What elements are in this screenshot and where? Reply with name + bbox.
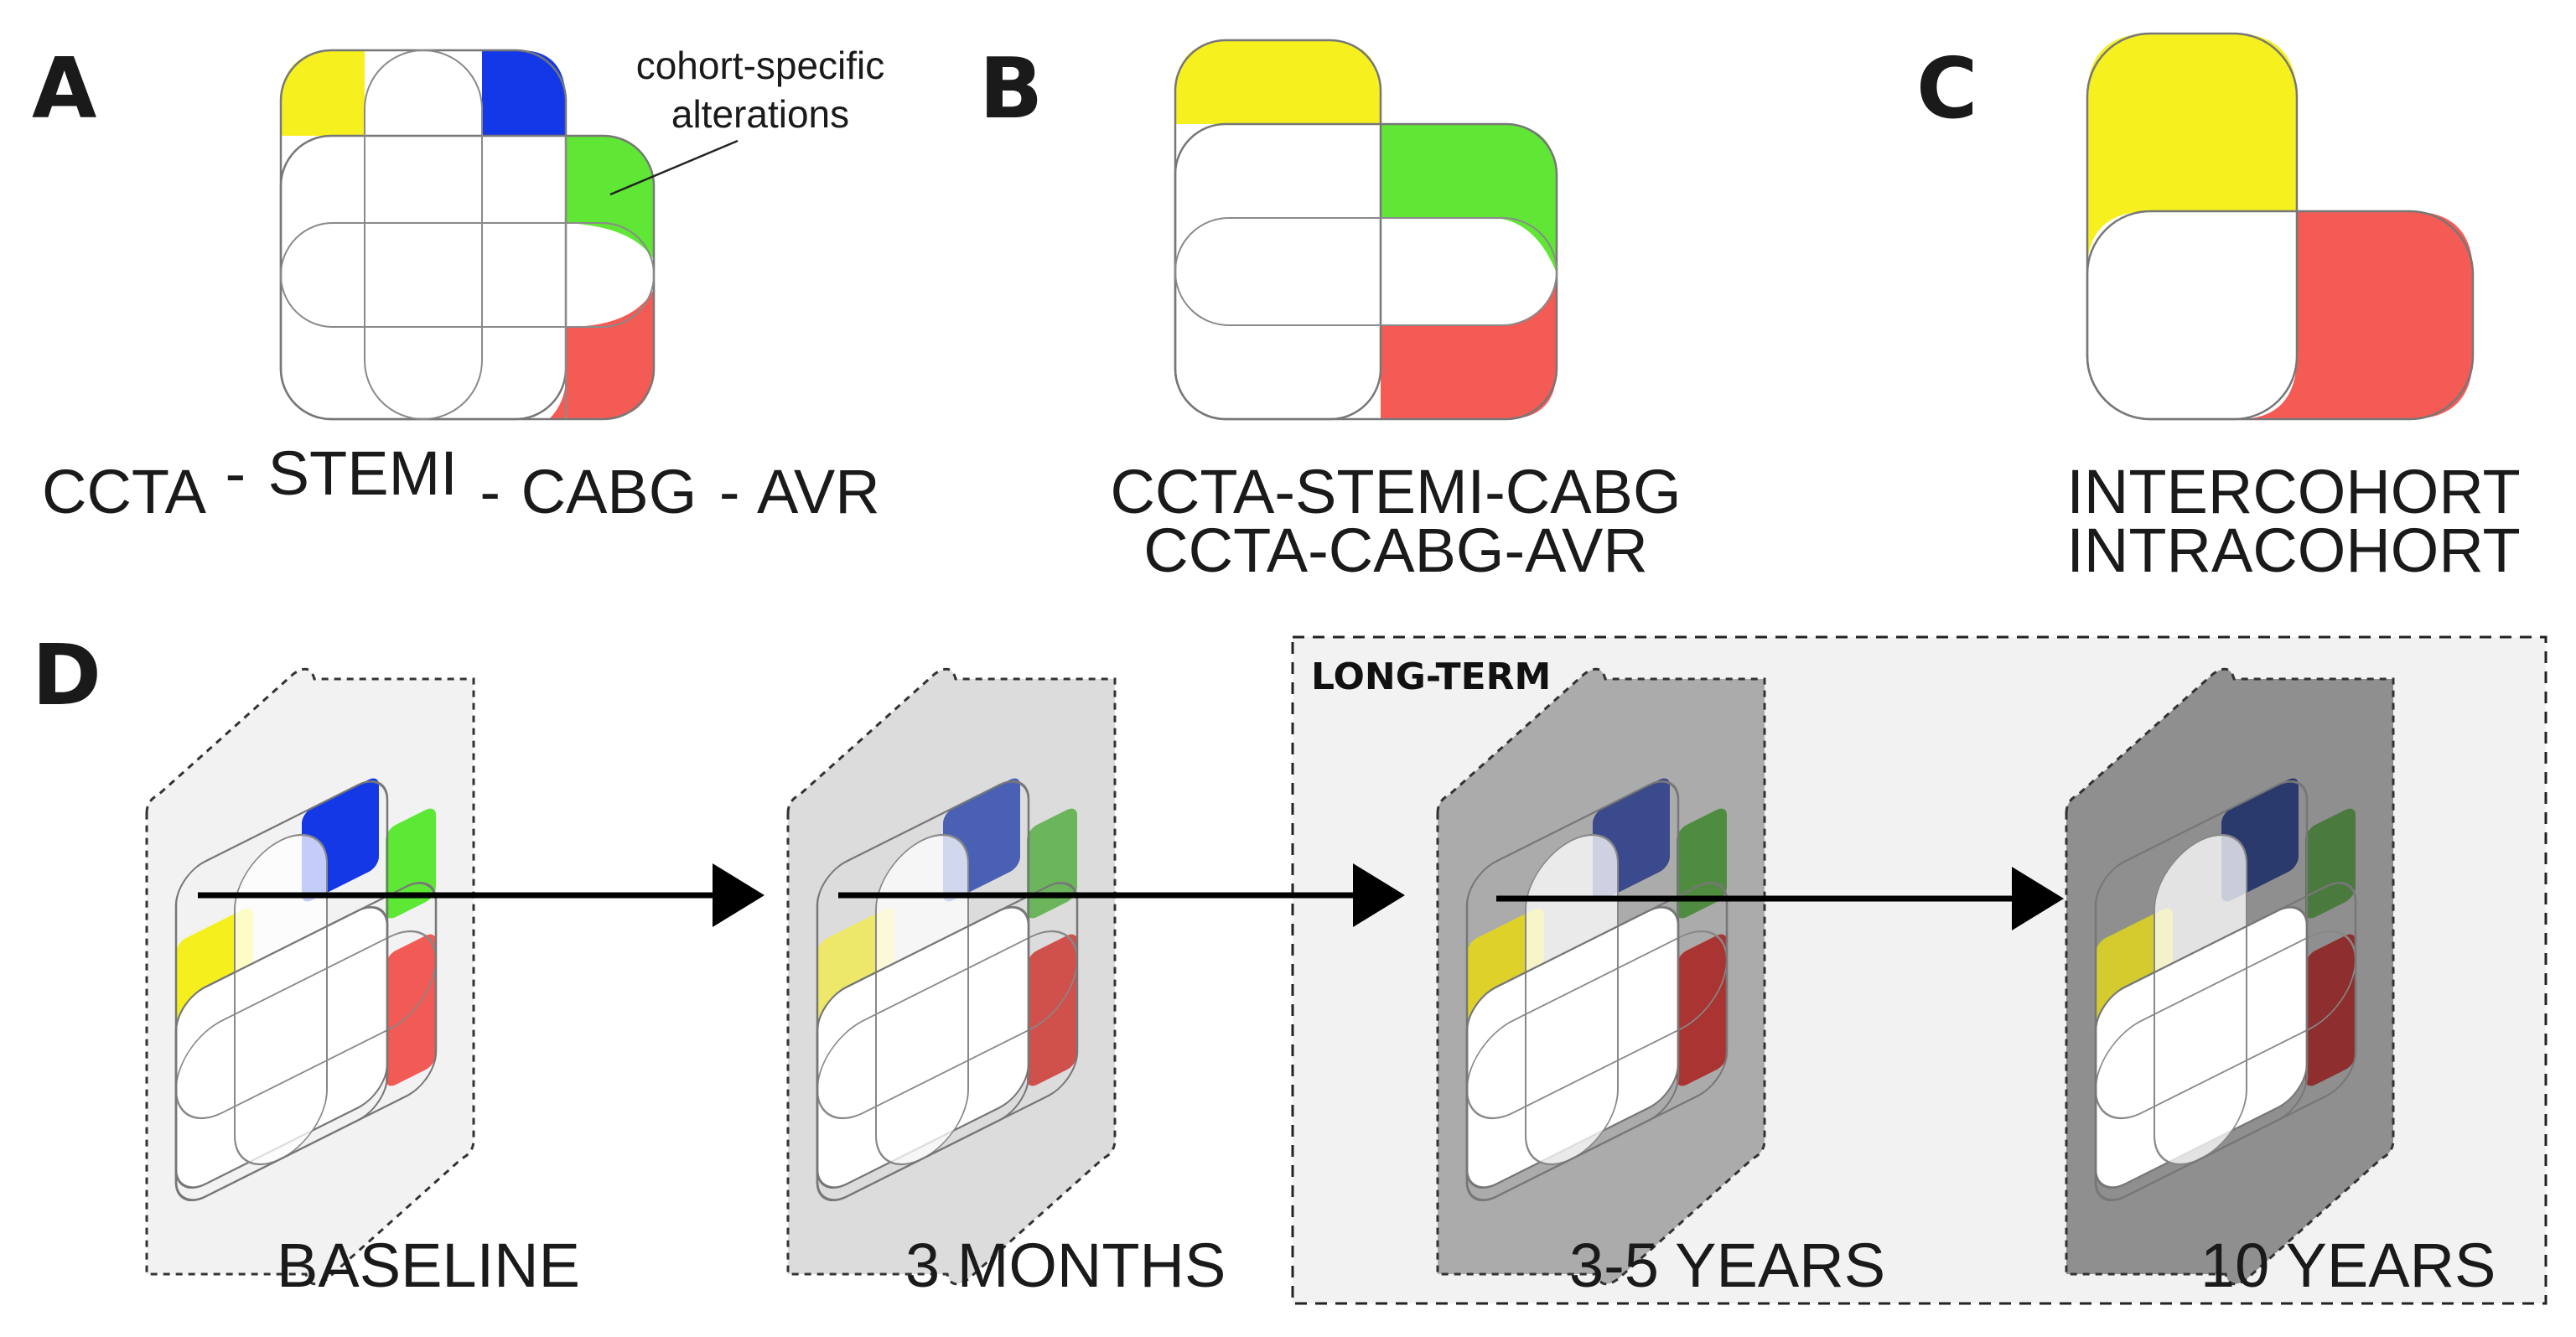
stage-shape-horizontal — [816, 881, 1079, 1202]
a-caption-dash-2: - — [479, 457, 500, 526]
panel-c-letter: C — [1916, 39, 1977, 137]
b-red-region — [1381, 279, 1557, 419]
panel-d-letter: D — [32, 626, 101, 724]
stage-red-region — [2305, 934, 2356, 1086]
panel-b-letter: B — [979, 39, 1043, 137]
a-note-line2: alterations — [671, 92, 849, 136]
stage-glyph-1 — [145, 667, 475, 1286]
arrow-1-head — [713, 863, 765, 927]
stage-shape-vertical-pill — [1525, 833, 1619, 1166]
b-caption-line2: CCTA-CABG-AVR — [1143, 516, 1648, 585]
timeline-arrows — [198, 863, 2064, 930]
a-red-region — [549, 289, 654, 419]
stage-glyph-2 — [786, 667, 1117, 1286]
a-caption: CCTA - STEMI - CABG - AVR — [42, 438, 880, 526]
stage-shape-horizontal — [1465, 881, 1729, 1202]
arrow-2-head — [1353, 863, 1405, 927]
arrow-3-head — [2012, 867, 2064, 930]
stage-shape-horizontal — [174, 881, 438, 1202]
panel-a-venn — [279, 49, 656, 421]
a-green-region — [566, 136, 654, 260]
c-caption-line2: INTRACOHORT — [2066, 516, 2520, 585]
a-shape-vertical-pill — [364, 49, 483, 420]
a-note-line1: cohort-specific — [636, 44, 885, 87]
stage-label-10-years: 10 YEARS — [2200, 1231, 2496, 1300]
stage-label-3-months: 3 MONTHS — [905, 1231, 1226, 1300]
long-term-label: LONG-TERM — [1311, 656, 1551, 698]
stage-glyph-4 — [2065, 667, 2395, 1286]
b-yellow-region — [1175, 40, 1381, 124]
b-shape-pill — [1174, 217, 1558, 326]
a-caption-dash-3: - — [719, 457, 740, 526]
panel-c: C INTERCOHORT INTRACOHORT — [1916, 32, 2521, 585]
panel-a-letter: A — [32, 39, 96, 137]
b-caption-line1: CCTA-STEMI-CABG — [1110, 457, 1681, 526]
panel-d: D LONG-TERM BASELINE 3 MONTHS 3-5 YEARS … — [32, 626, 2547, 1305]
stage-red-region — [386, 934, 436, 1086]
timeline-stages — [145, 667, 2395, 1286]
a-white-core — [281, 136, 566, 419]
a-yellow-top — [281, 50, 365, 136]
a-caption-dash-1: - — [225, 438, 246, 508]
stage-shape-vertical-pill — [2154, 833, 2247, 1166]
panel-b: B CCTA-STEMI-CABG CCTA-CABG-AVR — [979, 39, 1682, 585]
stage-label-3-5-years: 3-5 YEARS — [1569, 1231, 1885, 1300]
a-caption-cabg: CABG — [521, 457, 697, 526]
stage-shape-horizontal — [2094, 881, 2357, 1202]
stage-red-region — [1027, 934, 1077, 1086]
a-caption-avr: AVR — [757, 457, 880, 526]
panel-c-venn — [2086, 32, 2475, 421]
stage-venn — [2094, 778, 2357, 1202]
b-white-core — [1175, 124, 1381, 419]
a-blue-region — [482, 50, 566, 136]
stage-label-baseline: BASELINE — [277, 1231, 580, 1300]
b-green-region — [1381, 124, 1557, 273]
c-caption-line1: INTERCOHORT — [2066, 457, 2520, 526]
stage-shape-vertical-pill — [875, 833, 969, 1166]
c-shape-horizontal — [2086, 210, 2475, 421]
stage-red-region — [1677, 934, 1727, 1086]
a-caption-ccta: CCTA — [42, 457, 207, 526]
stage-venn — [174, 778, 438, 1202]
stage-venn — [816, 778, 1079, 1202]
panel-a: A cohort-specific alterations CCTA - — [32, 39, 884, 526]
stage-glyph-3 — [1436, 667, 1766, 1286]
a-note-leader-line — [609, 139, 739, 196]
a-caption-stemi: STEMI — [268, 438, 458, 508]
panel-b-venn — [1174, 39, 1558, 421]
c-white-core — [2087, 211, 2297, 419]
a-shape-horizontal-pill — [280, 222, 655, 328]
stage-shape-vertical-pill — [234, 833, 328, 1166]
stage-venn — [1465, 778, 1729, 1202]
